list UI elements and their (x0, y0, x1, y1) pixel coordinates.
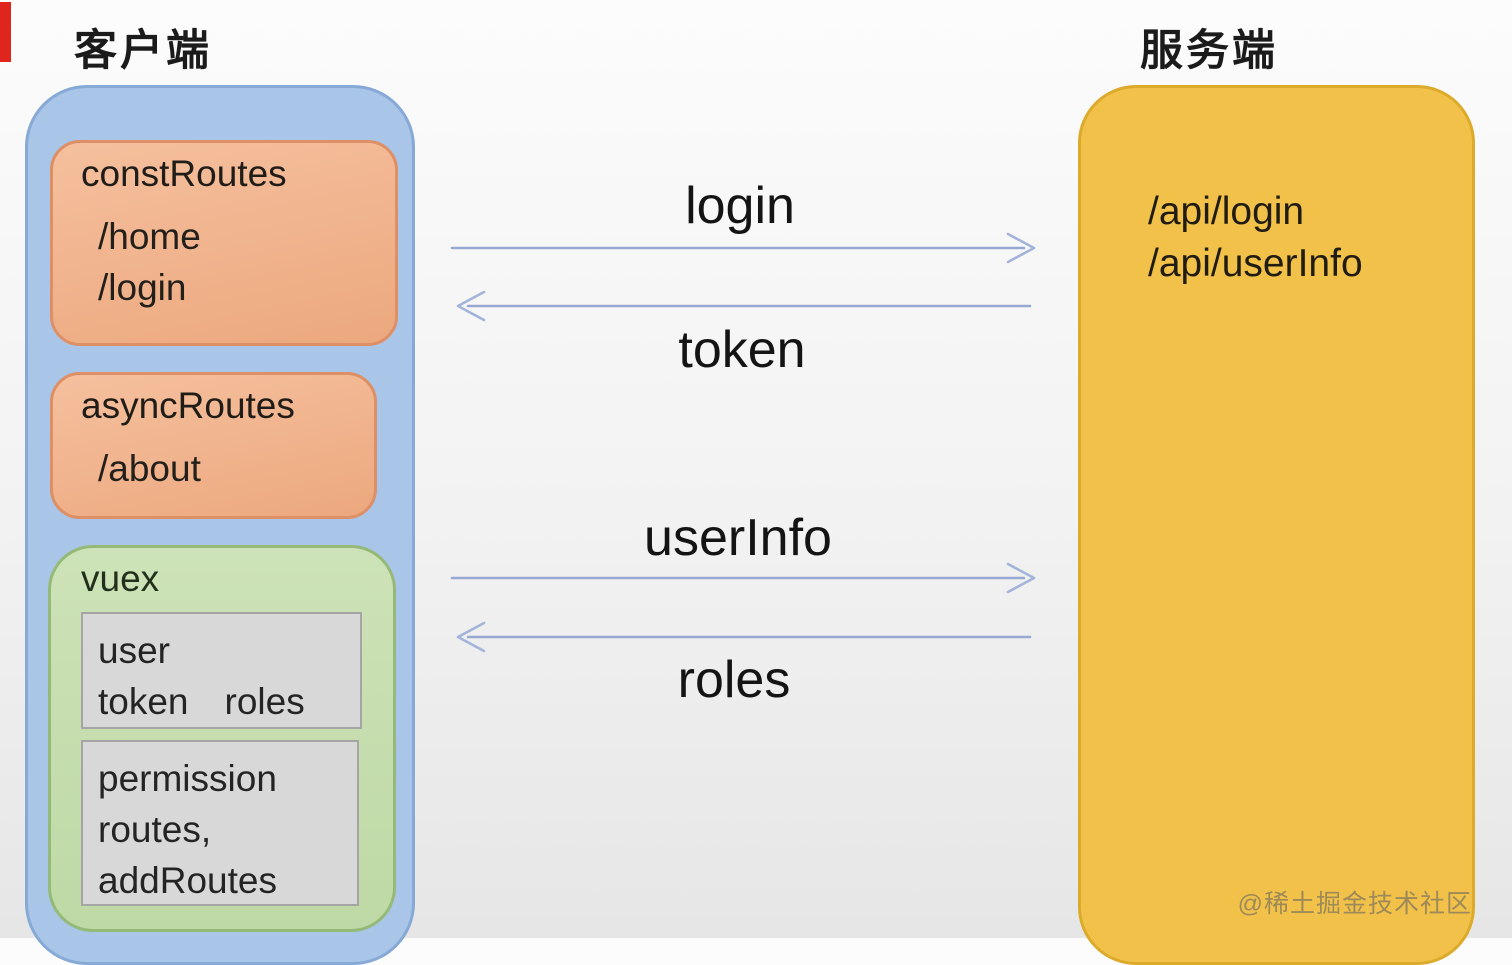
vuex-permission-line: permission (98, 758, 277, 799)
screen-edge-red-artifact (0, 2, 11, 62)
client-section-title: 客户端 (74, 27, 212, 75)
route-item-login: /login (98, 267, 187, 308)
vuex-permission-box: permission routes, addRoutes (81, 740, 359, 906)
const-routes-title: constRoutes (81, 153, 287, 194)
route-item-home: /home (98, 216, 201, 257)
vuex-state-box: user token roles (81, 612, 362, 729)
route-item-about: /about (98, 448, 201, 489)
vuex-box: vuex user token roles permission routes, … (48, 545, 396, 932)
async-routes-list: /about (98, 443, 201, 494)
client-container: constRoutes /home /login asyncRoutes /ab… (25, 85, 415, 965)
endpoint-api-login: /api/login (1148, 190, 1305, 233)
vuex-routes-line: routes, (98, 809, 212, 850)
endpoint-api-userinfo: /api/userInfo (1148, 242, 1363, 285)
flow-label-userinfo: userInfo (644, 509, 832, 567)
roles-arrow-left-icon (456, 621, 1032, 653)
flow-label-login: login (685, 177, 795, 235)
vuex-title: vuex (81, 558, 160, 599)
server-section-title: 服务端 (1140, 27, 1278, 75)
token-arrow-left-icon (456, 290, 1032, 322)
watermark: @稀土掘金技术社区 (1237, 890, 1472, 918)
async-routes-title: asyncRoutes (81, 385, 295, 426)
const-routes-list: /home /login (98, 211, 201, 313)
async-routes-box: asyncRoutes /about (50, 372, 377, 519)
server-endpoints: /api/login /api/userInfo (1148, 186, 1363, 290)
vuex-addroutes-line: addRoutes (98, 860, 277, 901)
vuex-state-token-roles: token roles (98, 676, 360, 727)
const-routes-box: constRoutes /home /login (50, 140, 398, 346)
flow-label-token: token (678, 321, 806, 379)
vuex-state-roles: roles (224, 681, 305, 722)
vuex-state-user: user (98, 630, 170, 671)
server-container: /api/login /api/userInfo (1078, 85, 1475, 965)
userinfo-arrow-right-icon (450, 562, 1036, 594)
flow-label-roles: roles (677, 651, 791, 709)
vuex-state-token: token (98, 681, 189, 722)
login-arrow-right-icon (450, 232, 1036, 264)
